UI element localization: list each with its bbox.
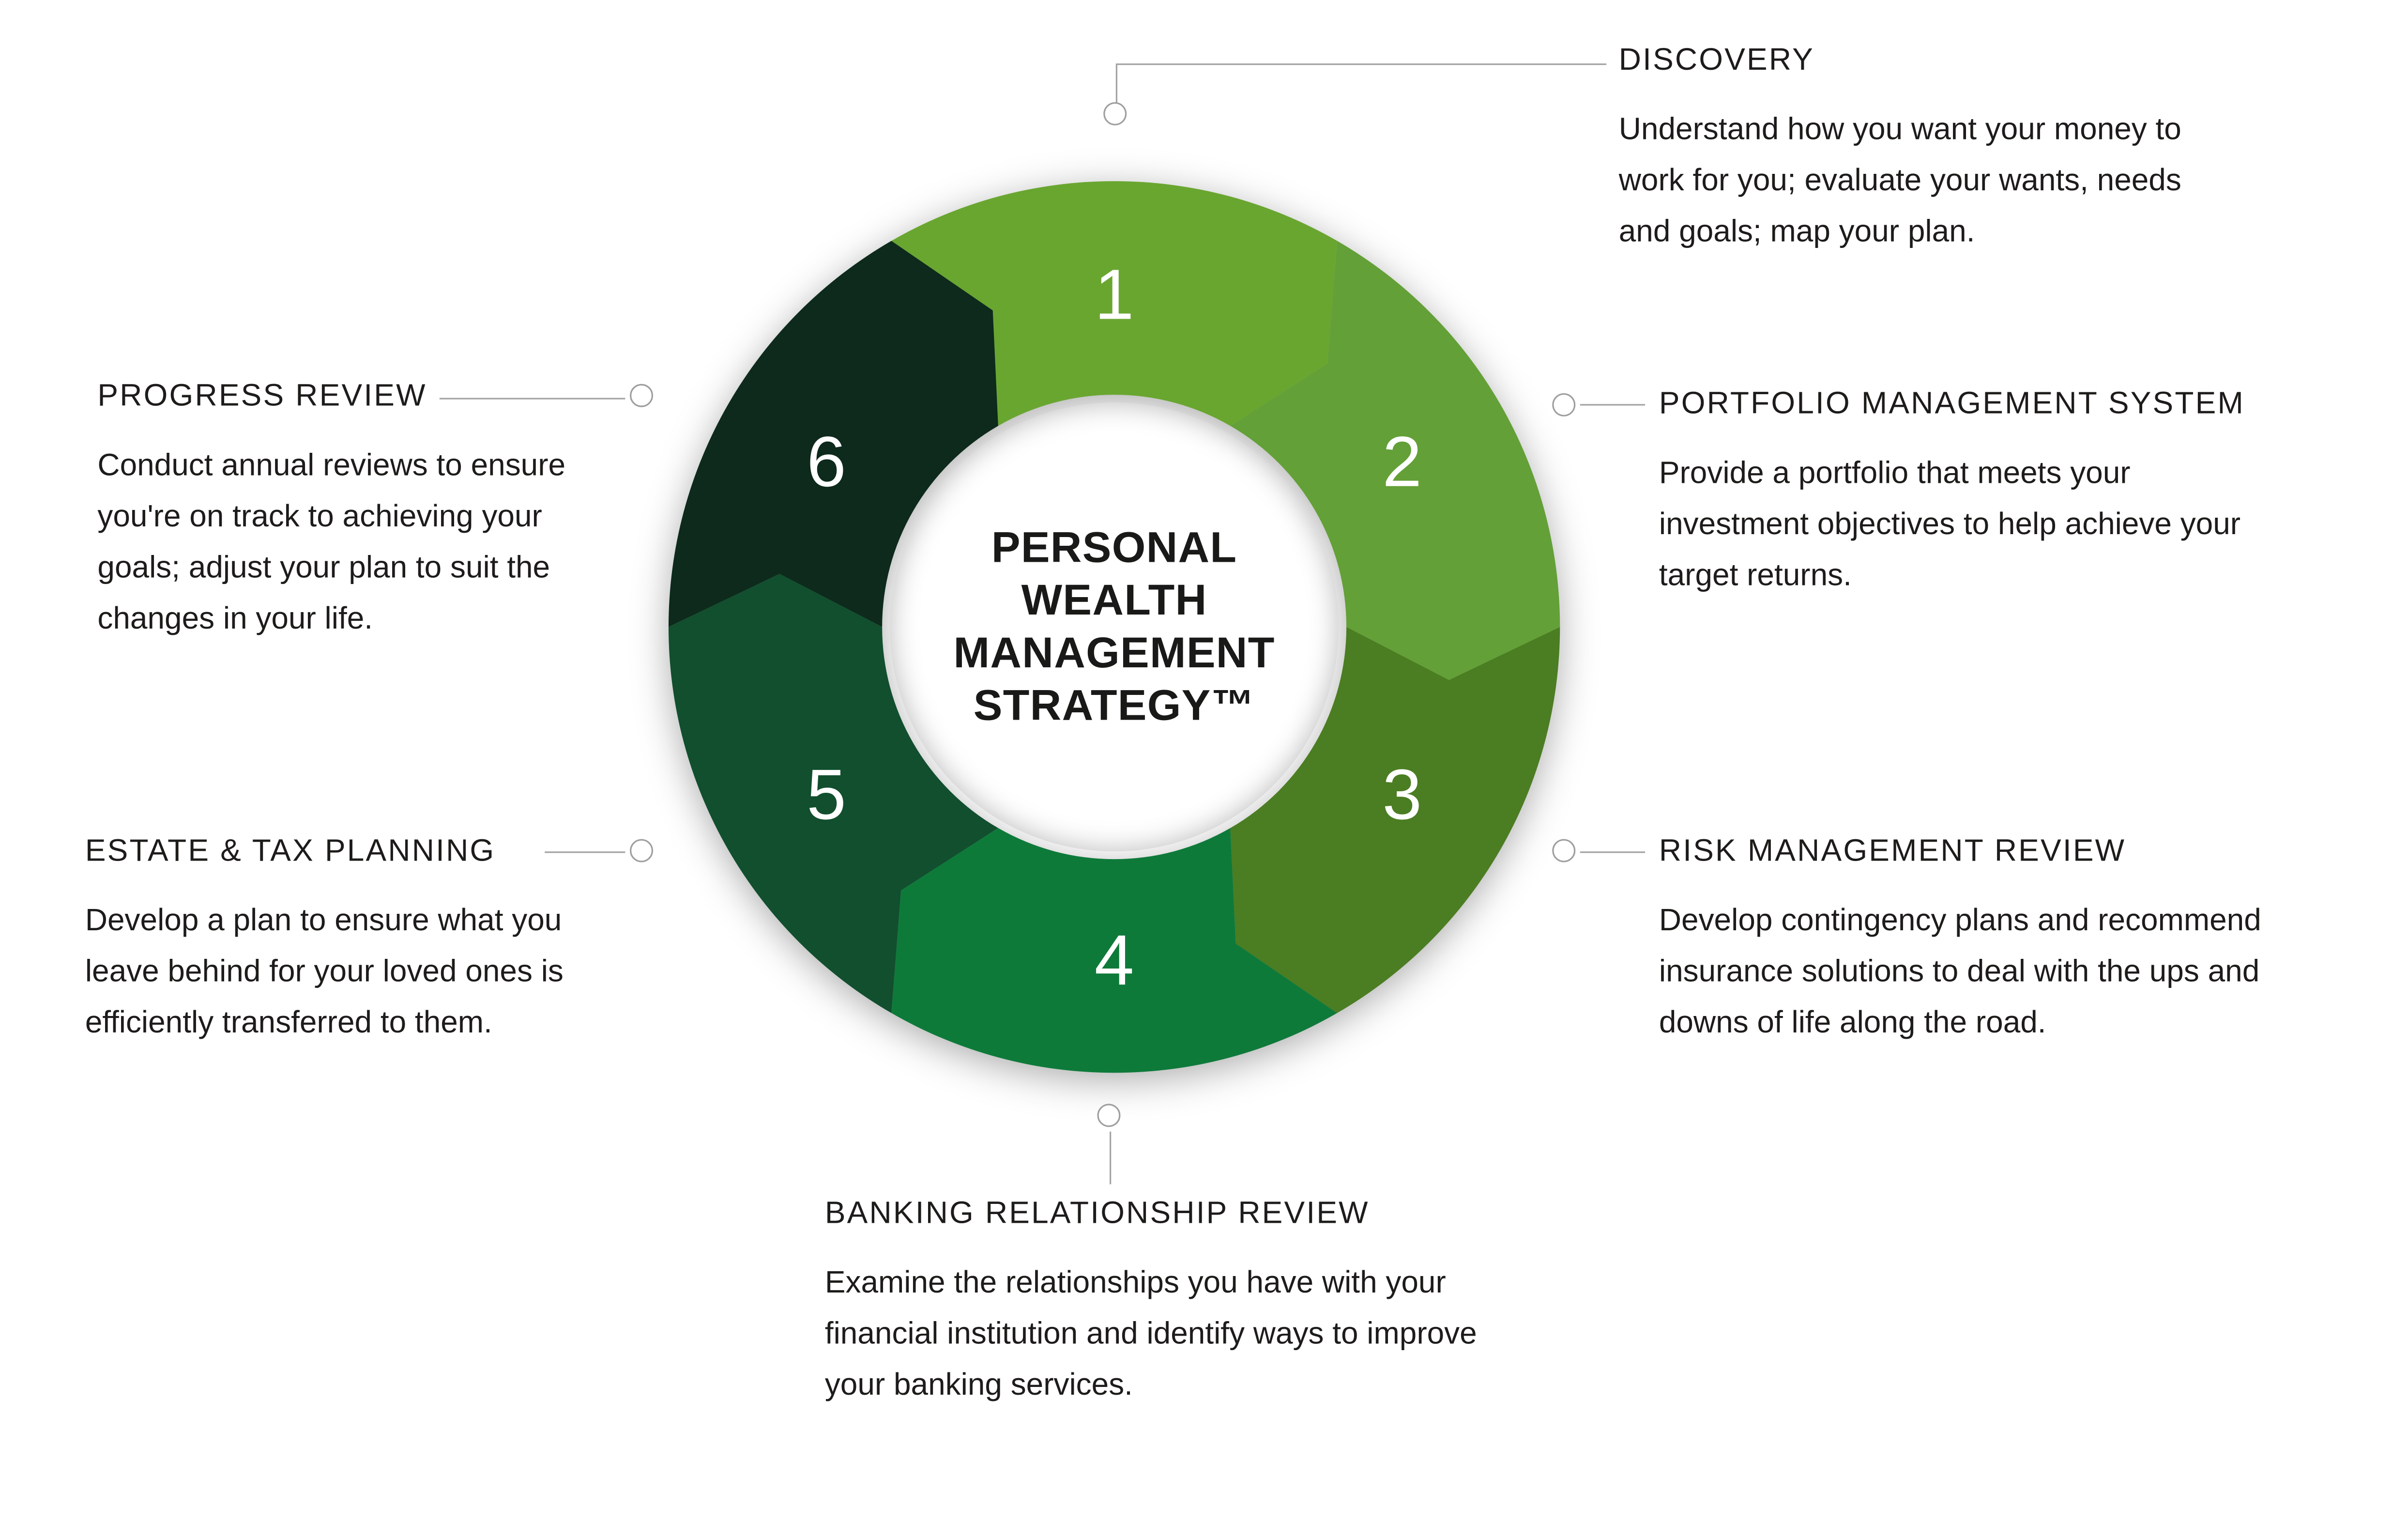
center-title-line: PERSONAL <box>991 523 1237 571</box>
callout-risk: RISK MANAGEMENT REVIEW Develop contingen… <box>1659 834 2309 1049</box>
center-title: PERSONAL WEALTH MANAGEMENT STRATEGY™ <box>882 522 1346 732</box>
callout-progress-title: PROGRESS REVIEW <box>97 379 427 414</box>
connector-portfolio-line <box>1580 404 1646 406</box>
segment-number-5: 5 <box>807 755 846 834</box>
connector-discovery-line <box>1117 63 1607 66</box>
connector-estate-dot <box>630 839 654 862</box>
callout-portfolio-body: Provide a portfolio that meets your inve… <box>1659 457 2241 593</box>
segment-number-2: 2 <box>1382 422 1422 502</box>
center-title-line: STRATEGY™ <box>973 681 1255 729</box>
segment-5 <box>668 574 998 1013</box>
segment-6 <box>668 241 998 627</box>
callout-progress-body: Conduct annual reviews to ensure you're … <box>97 449 566 636</box>
callout-discovery-body: Understand how you want your money to wo… <box>1618 113 2181 249</box>
connector-discovery-line <box>1115 63 1118 104</box>
callout-estate-title: ESTATE & TAX PLANNING <box>85 834 496 869</box>
callout-discovery-title: DISCOVERY <box>1618 43 1814 77</box>
center-title-line: MANAGEMENT <box>953 628 1275 677</box>
connector-risk-dot <box>1552 839 1576 862</box>
segment-number-1: 1 <box>1095 255 1134 335</box>
segment-number-3: 3 <box>1382 755 1422 834</box>
callout-banking-title: BANKING RELATIONSHIP REVIEW <box>824 1197 1370 1231</box>
connector-portfolio-dot <box>1552 393 1576 416</box>
callout-estate-body: Develop a plan to ensure what you leave … <box>85 904 564 1041</box>
segment-1 <box>891 181 1337 426</box>
callout-discovery: DISCOVERY Understand how you want your m… <box>1619 44 2195 259</box>
connector-risk-line <box>1580 851 1646 854</box>
segment-numbers: 1 2 3 4 5 6 <box>807 255 1422 1000</box>
callout-banking-body: Examine the relationships you have with … <box>824 1266 1477 1403</box>
connector-progress-dot <box>630 384 654 407</box>
segment-number-4: 4 <box>1095 921 1134 1000</box>
center-title-line: WEALTH <box>1021 576 1207 624</box>
segment-number-6: 6 <box>807 422 846 502</box>
segment-3 <box>1230 627 1560 1013</box>
connector-discovery-dot <box>1103 102 1127 125</box>
callout-portfolio: PORTFOLIO MANAGEMENT SYSTEM Provide a po… <box>1659 387 2250 602</box>
callout-progress: PROGRESS REVIEW Conduct annual reviews t… <box>97 379 631 646</box>
donut-segments <box>668 181 1560 1073</box>
callout-portfolio-title: PORTFOLIO MANAGEMENT SYSTEM <box>1659 387 2245 421</box>
callout-risk-title: RISK MANAGEMENT REVIEW <box>1659 834 2126 869</box>
connector-banking-line <box>1110 1131 1112 1185</box>
callout-risk-body: Develop contingency plans and recommend … <box>1659 904 2261 1041</box>
donut-hole <box>890 402 1339 852</box>
callout-estate: ESTATE & TAX PLANNING Develop a plan to … <box>85 834 630 1049</box>
segment-4 <box>891 828 1337 1073</box>
cycle-donut: 1 2 3 4 5 6 <box>668 181 1560 1073</box>
callout-banking: BANKING RELATIONSHIP REVIEW Examine the … <box>825 1197 1491 1412</box>
connector-estate-line <box>545 851 625 854</box>
connector-progress-line <box>439 398 625 400</box>
connector-banking-dot <box>1097 1104 1121 1127</box>
segment-2 <box>1230 241 1560 680</box>
